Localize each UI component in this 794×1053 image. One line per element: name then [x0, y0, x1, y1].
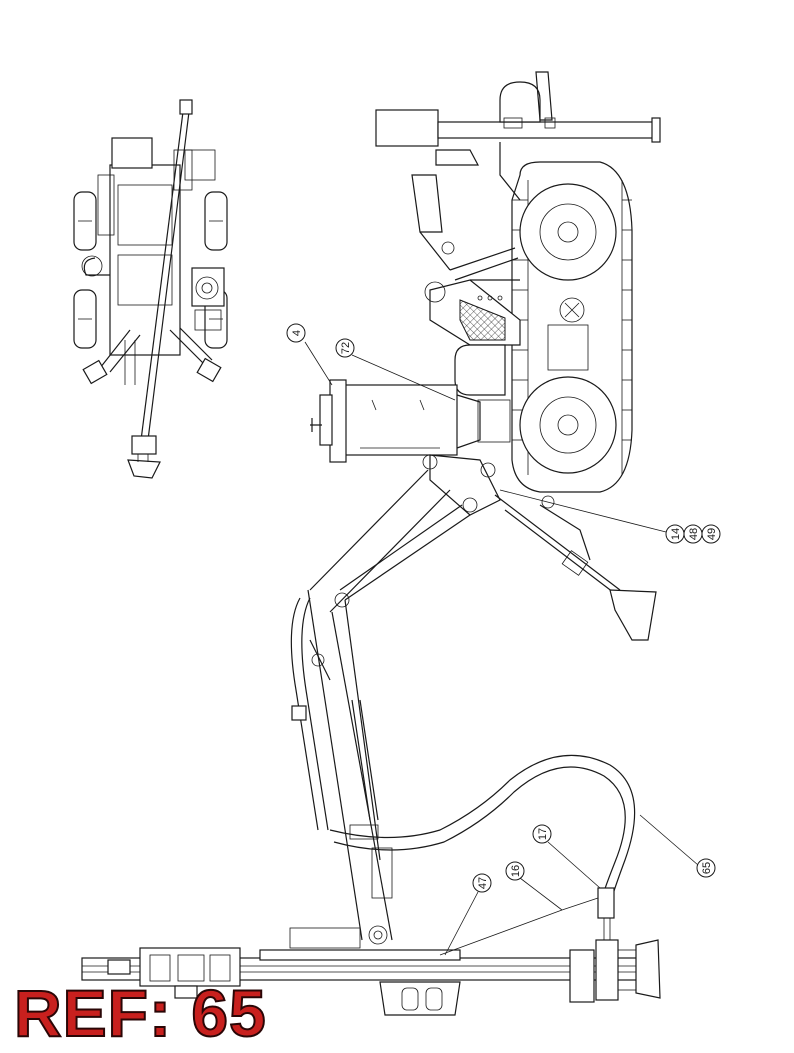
callout-14-label: 14: [670, 528, 682, 540]
reference-label: REF: 65: [13, 976, 267, 1050]
hose-65: [329, 754, 636, 906]
callout-49-label: 49: [706, 528, 718, 540]
callout-72: 72: [335, 338, 456, 401]
callout-17: 17: [532, 824, 601, 889]
crawler-track: [511, 161, 633, 493]
callout-16: 16: [439, 861, 599, 956]
callout-48: 48: [683, 524, 703, 544]
top-view-machine: [73, 99, 228, 479]
callout-65-label: 65: [701, 862, 713, 874]
drill-mast: [81, 887, 661, 1016]
callout-4: 4: [286, 323, 333, 386]
side-view-machine: [81, 71, 661, 1016]
callout-49: 49: [701, 524, 721, 544]
callout-14: 14: [499, 489, 685, 544]
callout-47: 47: [444, 873, 492, 956]
callout-48-label: 48: [688, 528, 700, 540]
callout-65: 65: [639, 814, 716, 878]
callout-72-label: 72: [340, 342, 352, 354]
callout-17-label: 17: [537, 828, 549, 840]
callout-4-label: 4: [291, 330, 303, 336]
callout-16-label: 16: [510, 865, 522, 877]
drum-assembly: [310, 379, 511, 463]
callout-47-label: 47: [477, 877, 489, 889]
